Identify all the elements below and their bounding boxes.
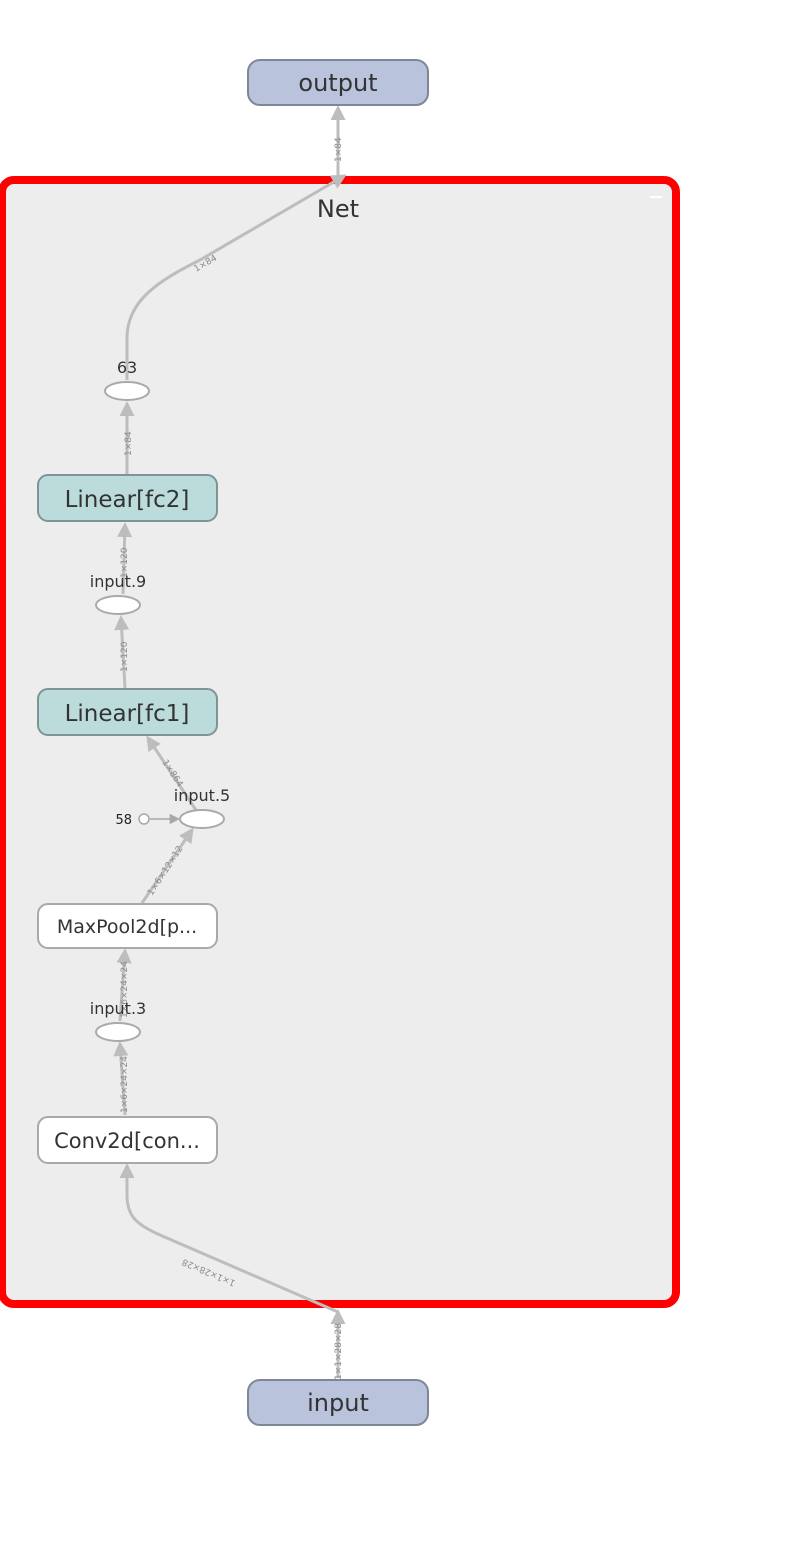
- op-input-9-ellipse: [95, 595, 141, 615]
- output-node-label: output: [298, 69, 377, 97]
- op-input-5-ellipse: [179, 809, 225, 829]
- op-input-5-label: input.5: [174, 786, 230, 805]
- op-input-5[interactable]: input.5: [174, 786, 230, 829]
- op-input-3[interactable]: input.3: [90, 999, 146, 1042]
- conv2d-box: [37, 1116, 218, 1164]
- input-node-label: input: [307, 1389, 369, 1417]
- edge-fc1-to-input9: [114, 615, 130, 689]
- op-63[interactable]: 63: [104, 358, 150, 401]
- op-63-label: 63: [117, 358, 137, 377]
- net-group-title: Net: [317, 195, 359, 223]
- input-node[interactable]: input: [247, 1379, 429, 1426]
- output-node-box: [247, 59, 429, 106]
- conv2d-node[interactable]: Conv2d[con...: [37, 1116, 218, 1164]
- edge-op63-to-net: [125, 174, 347, 380]
- constant-58[interactable]: 58: [115, 813, 150, 828]
- linear-fc2-box: [37, 474, 218, 522]
- edge-input3-to-maxpool: [116, 948, 132, 1022]
- maxpool-label: MaxPool2d[p...: [57, 916, 197, 938]
- edge-label-fc2-to-op63: 1×84: [124, 431, 134, 456]
- input-node-box: [247, 1379, 429, 1426]
- edge-label-net-to-output: 1×84: [334, 137, 344, 162]
- edge-maxpool-to-input5: [140, 827, 194, 904]
- edge-input9-to-fc2: [117, 522, 133, 595]
- edge-label-fc1-to-input9: 1×120: [120, 641, 130, 672]
- op-input-9-label: input.9: [90, 572, 146, 591]
- maxpool-node[interactable]: MaxPool2d[p...: [37, 903, 218, 949]
- edge-conv-to-input3: [113, 1041, 129, 1116]
- linear-fc1-node[interactable]: Linear[fc1]: [37, 688, 218, 736]
- constant-58-label: 58: [115, 813, 132, 828]
- linear-fc1-box: [37, 688, 218, 736]
- op-63-ellipse: [104, 381, 150, 401]
- edge-net-to-conv: [119, 1163, 339, 1314]
- edge-label-input9-to-fc2: 1×120: [120, 547, 130, 578]
- conv2d-label: Conv2d[con...: [54, 1129, 200, 1153]
- linear-fc2-label: Linear[fc2]: [65, 487, 190, 513]
- maxpool-box: [37, 903, 218, 949]
- edge-input5-to-fc1: [146, 735, 198, 811]
- op-input-3-ellipse: [95, 1022, 141, 1042]
- edge-label-input-to-net: 1×1×28×28: [334, 1323, 344, 1380]
- collapse-icon[interactable]: [650, 196, 662, 198]
- linear-fc2-node[interactable]: Linear[fc2]: [37, 474, 218, 522]
- op-input-3-label: input.3: [90, 999, 146, 1018]
- edge-label-conv-to-input3: 1×6×24×24: [120, 1056, 130, 1113]
- op-input-9[interactable]: input.9: [90, 572, 146, 615]
- constant-58-dot: [138, 813, 150, 825]
- linear-fc1-label: Linear[fc1]: [65, 701, 190, 727]
- output-node[interactable]: output: [247, 59, 429, 106]
- edge-label-input3-to-maxpool: 1×6×24×24: [120, 961, 130, 1018]
